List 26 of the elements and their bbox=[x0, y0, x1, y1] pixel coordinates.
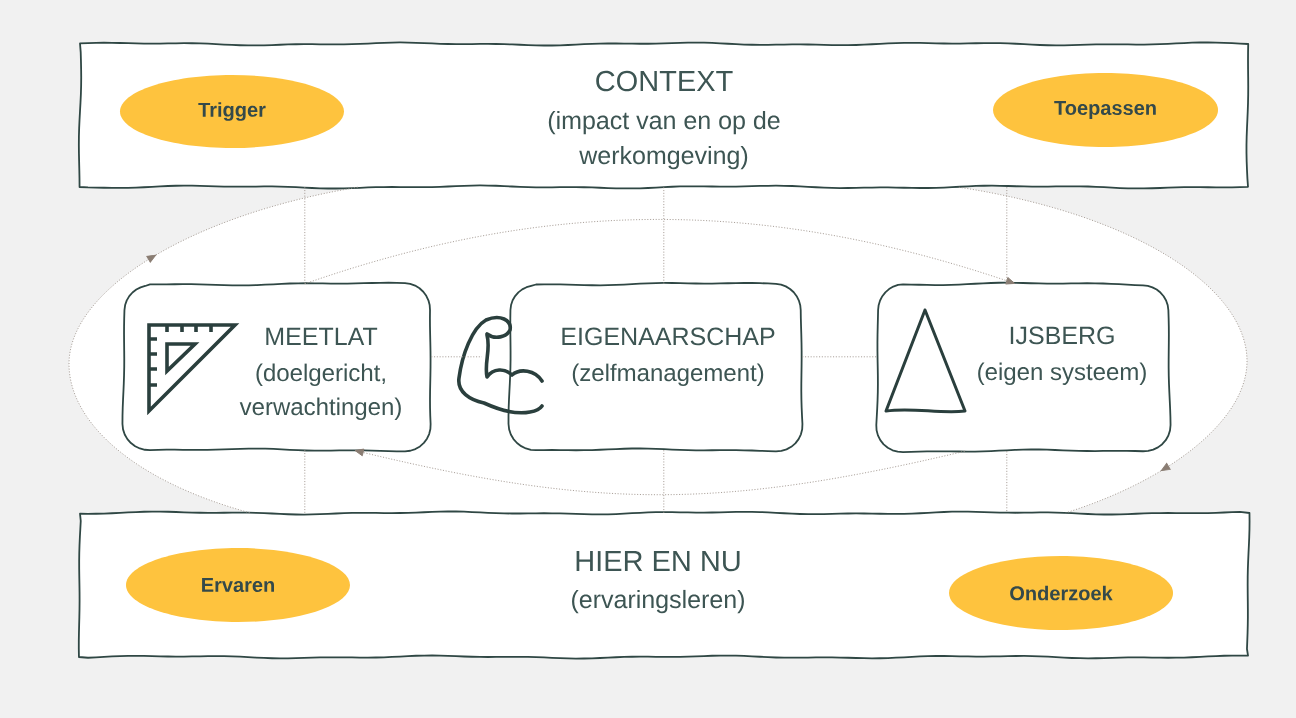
oval-label: Toepassen bbox=[993, 73, 1218, 147]
box-subtitle: (eigen systeem) bbox=[978, 362, 1146, 385]
dotted-line bbox=[663, 186, 665, 285]
curved-arrow bbox=[354, 448, 966, 496]
dotted-line bbox=[663, 449, 665, 514]
dotted-line bbox=[304, 186, 306, 285]
band-subtitle: (ervaringsleren) bbox=[572, 589, 744, 614]
box-title: EIGENAARSCHAP bbox=[562, 327, 775, 346]
dotted-line bbox=[430, 356, 483, 358]
band-title: HIER EN NU bbox=[576, 551, 740, 572]
curved-arrow bbox=[958, 186, 1248, 514]
dotted-line bbox=[1006, 450, 1008, 514]
curved-arrow bbox=[304, 219, 1016, 285]
curved-arrow bbox=[68, 186, 359, 514]
dotted-line bbox=[304, 449, 306, 514]
box-subtitle: (zelfmanagement) bbox=[572, 363, 764, 386]
dotted-line bbox=[801, 356, 878, 358]
dotted-line bbox=[1006, 186, 1008, 285]
box-title: MEETLAT bbox=[266, 327, 378, 345]
box-subtitle: (doelgericht, verwachtingen) bbox=[239, 363, 401, 420]
band-title: CONTEXT bbox=[596, 70, 733, 92]
oval-label: Ervaren bbox=[126, 548, 350, 622]
oval-label: Trigger bbox=[120, 75, 344, 148]
oval-label: Onderzoek bbox=[949, 556, 1173, 630]
band-subtitle: (impact van en op de werkomgeving) bbox=[548, 110, 780, 170]
box-title: IJSBERG bbox=[1010, 326, 1114, 345]
